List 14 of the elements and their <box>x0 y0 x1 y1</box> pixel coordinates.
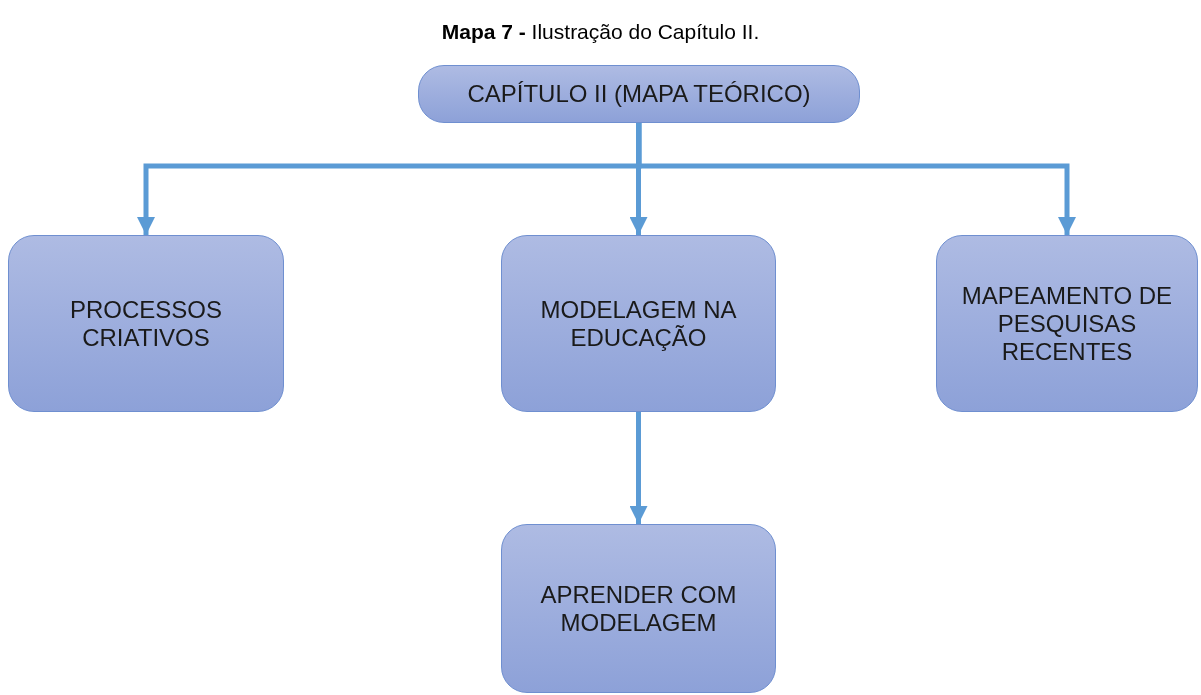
connector-arrow <box>629 123 648 235</box>
box-text: MODELAGEM NA EDUCAÇÃO <box>539 295 738 352</box>
concept-box <box>936 235 1198 412</box>
concept-box <box>8 235 284 412</box>
box-text: CAPÍTULO II (MAPA TEÓRICO) <box>466 80 812 108</box>
concept-box <box>418 65 860 123</box>
connector-arrow <box>636 123 1076 235</box>
concept-box <box>501 524 776 693</box>
box-text: MAPEAMENTO DE PESQUISAS RECENTES <box>960 281 1174 366</box>
connector-arrow <box>629 412 648 524</box>
box-text: APRENDER COM MODELAGEM <box>539 580 738 637</box>
figure-title: Mapa 7 - Ilustração do Capítulo II. <box>441 20 760 44</box>
concept-box <box>501 235 776 412</box>
box-text: PROCESSOS CRIATIVOS <box>68 295 223 352</box>
